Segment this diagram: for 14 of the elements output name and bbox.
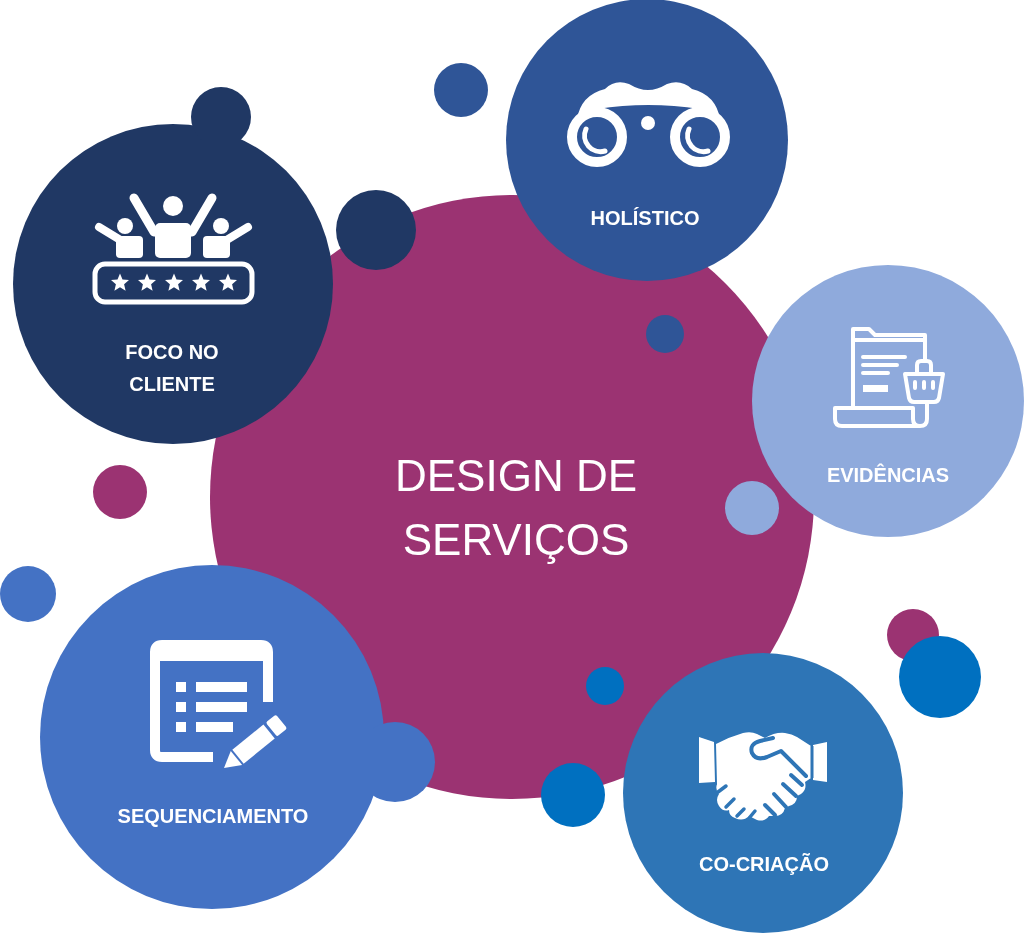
dot <box>899 636 981 718</box>
dot <box>541 763 605 827</box>
dot <box>646 315 684 353</box>
topic-label: FOCO NO CLIENTE <box>124 340 220 398</box>
dot <box>0 566 56 622</box>
dot <box>93 465 147 519</box>
hub-label: DESIGN DE SERVIÇOS <box>393 450 638 567</box>
topic-label: CO-CRIAÇÃO <box>699 852 829 878</box>
dot <box>434 63 488 117</box>
dot <box>586 667 624 705</box>
dot <box>725 481 779 535</box>
topic-label: SEQUENCIAMENTO <box>117 804 309 830</box>
topic-label: HOLÍSTICO <box>590 206 700 232</box>
topic-label: EVIDÊNCIAS <box>826 462 950 489</box>
